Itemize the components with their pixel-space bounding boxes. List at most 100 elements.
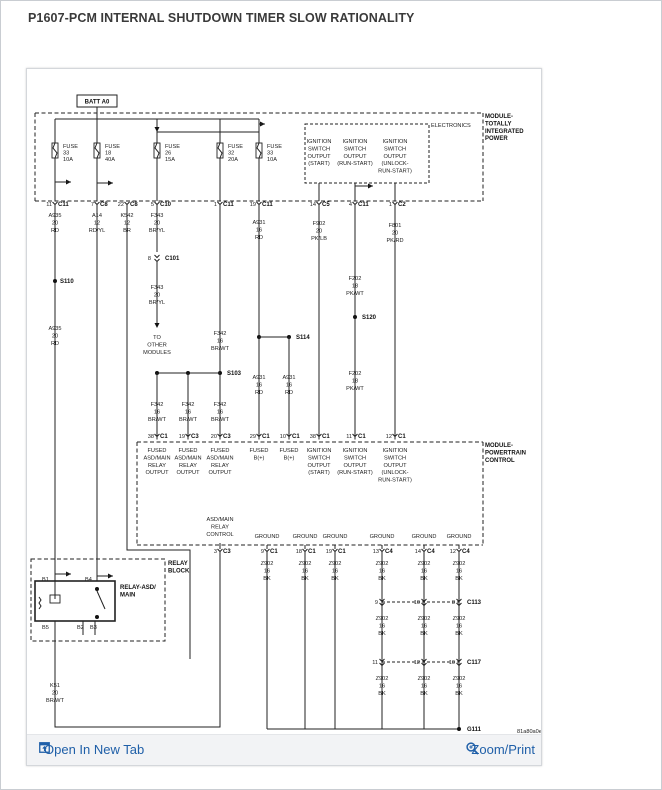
relay-resistor (38, 596, 42, 610)
c113-wire-label: BK (420, 631, 428, 637)
pcm-connector-3-pin: 29 (250, 434, 256, 440)
relay-name-label: MAIN (120, 592, 135, 598)
pcm-connector-5-pin: 38 (310, 434, 316, 440)
ground-g111-label: G111 (467, 727, 482, 733)
c117-wire-label: Z902 (453, 676, 466, 682)
pcm-input-label-3: FUSED (250, 448, 269, 454)
wire-label-f202: PK/WT (346, 291, 364, 297)
wire-label-f342-c: F342 (214, 402, 227, 408)
open-in-new-tab-label: Open In New Tab (44, 742, 145, 757)
pcm-connector-1-pin: 19 (179, 434, 185, 440)
c117-pin: 10 (449, 660, 455, 666)
ground-label-1: GROUND (293, 534, 318, 540)
fuse-0-symbol (52, 142, 58, 159)
fuse-0-label: 10A (63, 157, 73, 163)
ign-output-label-1: SWITCH (344, 146, 366, 152)
c117-connector-symbol (421, 662, 427, 667)
c113-wire-label: 16 (456, 623, 462, 629)
c117-wire-label: 16 (379, 683, 385, 689)
wire-label-z902-0: BK (263, 576, 271, 582)
pcm-input-label-5: SWITCH (308, 455, 330, 461)
pcm-input-label-0: ASD/MAIN (143, 455, 170, 461)
arrow-icon (154, 127, 160, 132)
c113-pin: 10 (414, 600, 420, 606)
splice-s110-dot (53, 279, 57, 283)
wire-label-z902-5: Z902 (453, 561, 466, 567)
wire-k51 (54, 553, 221, 728)
wire-label-a931-a: 16 (256, 382, 262, 388)
c113-wire-label: Z902 (376, 616, 389, 622)
fuse-3-label: 32 (228, 151, 234, 157)
c113-connector-symbol (421, 602, 427, 607)
pcm-connector-7: C1 (398, 434, 406, 440)
pcm-connector-0-pin: 38 (148, 434, 154, 440)
open-in-new-tab-button[interactable]: Open In New Tab (39, 742, 144, 757)
pcm-connector-3: C1 (262, 434, 270, 440)
wire-label-a935-mid: A935 (48, 326, 61, 332)
wire-label-f342-c: BR/WT (211, 417, 230, 423)
pcm-connector-2-pin: 20 (211, 434, 217, 440)
pcm-input-label-4: FUSED (280, 448, 299, 454)
c117-pin: 11 (372, 660, 378, 666)
relay-pin-label: B1 (42, 577, 49, 583)
tipm-module-label: INTEGRATED (485, 129, 524, 135)
c101-pin: 8 (148, 256, 151, 262)
pcm-input-label-5: OUTPUT (308, 463, 332, 469)
wire-label-a935-mid: RD (51, 341, 59, 347)
c117-connector-symbol (379, 658, 385, 663)
wire-label-a931: A931 (252, 220, 265, 226)
ground-connector-0-connector-symbol (264, 548, 270, 553)
pcm-input-label-0: OUTPUT (146, 470, 170, 476)
ign-output-label-1: OUTPUT (344, 154, 368, 160)
ground-connector-3-pin: 13 (373, 549, 379, 555)
wire-label-k542: K542 (120, 213, 133, 219)
wire-label-a935: A935 (48, 213, 61, 219)
wire-label-z902-0: Z902 (261, 561, 274, 567)
tipm-connector-4-pin: 1 (214, 202, 217, 208)
wire-label-a931-a: A931 (252, 375, 265, 381)
ground-connector-3-connector-symbol (379, 548, 385, 553)
asd-control-label: ASD/MAIN (206, 517, 233, 523)
c117-label: C117 (467, 660, 482, 666)
relay-pin-label: B5 (42, 625, 49, 631)
pcm-connector-6: C1 (358, 434, 366, 440)
wire-label-f801: 20 (392, 230, 398, 236)
pcm-input-label-2: ASD/MAIN (206, 455, 233, 461)
ground-connector-1: C1 (308, 549, 316, 555)
relay-block-label: RELAY (168, 561, 188, 567)
ground-g111-dot (457, 727, 461, 731)
to-other-modules-label: MODULES (143, 350, 171, 356)
zoom-print-button[interactable]: Zoom/Print (466, 742, 535, 757)
ground-label-3: GROUND (370, 534, 395, 540)
wire-label-a931-b: RD (285, 390, 293, 396)
wire-label-f342-b: F342 (182, 402, 195, 408)
wire-label-f202: F202 (349, 276, 362, 282)
pcm-input-label-7: SWITCH (384, 455, 406, 461)
electronics-label: ELECTRONICS (431, 123, 471, 129)
c113-wire-label: BK (378, 631, 386, 637)
tipm-connector-7: C11 (358, 202, 369, 208)
wire-label-k542: 12 (124, 220, 130, 226)
fuse-1-symbol (94, 142, 100, 159)
ground-connector-2-connector-symbol (332, 548, 338, 553)
wire-label-f202-b: 18 (352, 378, 358, 384)
fuse-4-label: 10A (267, 157, 277, 163)
fuse-2-label: 26 (165, 151, 171, 157)
wire-label-z902-1: Z902 (299, 561, 312, 567)
wire-label-f801: PK/RD (386, 238, 403, 244)
pcm-connector-7-pin: 12 (386, 434, 392, 440)
pcm-connector-1: C3 (191, 434, 199, 440)
c117-pin: 12 (414, 660, 420, 666)
tipm-connector-5-pin: 19 (250, 202, 256, 208)
ground-connector-1-pin: 18 (296, 549, 302, 555)
batt-a0-label: BATT A0 (85, 100, 110, 106)
relay-name-label: RELAY-ASD/ (120, 585, 156, 591)
c101-connector-symbol (154, 254, 160, 259)
tipm-connector-1-pin: 7 (91, 202, 94, 208)
pcm-input-label-1: FUSED (179, 448, 198, 454)
wire-label-f342-c: 16 (217, 409, 223, 415)
splice-s114-label: S114 (296, 335, 310, 341)
ign-output-label-2: (UNLOCK- (381, 161, 408, 167)
ground-connector-4-connector-symbol (421, 548, 427, 553)
